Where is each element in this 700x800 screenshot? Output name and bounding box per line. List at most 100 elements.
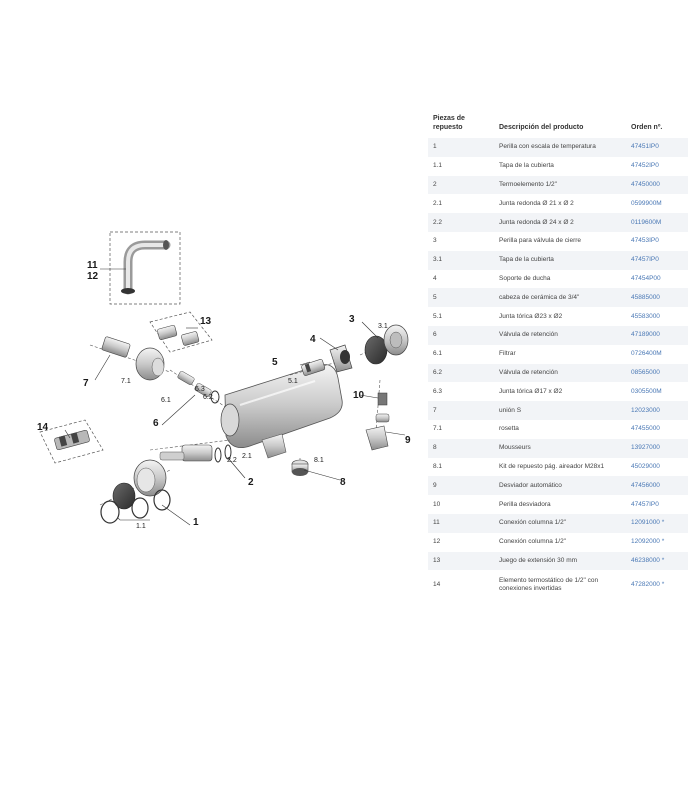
part-number: 2.1 bbox=[428, 194, 494, 214]
part-description: Conexión columna 1/2" bbox=[494, 513, 626, 533]
callout-7: 7 bbox=[83, 378, 89, 389]
part-13-extension-kit bbox=[149, 311, 213, 353]
order-number: 0726400M bbox=[626, 344, 688, 364]
part-description: Junta tórica Ø23 x Ø2 bbox=[494, 307, 626, 326]
part-description: Termoelemento 1/2" bbox=[494, 175, 626, 195]
callout-13: 13 bbox=[200, 316, 212, 327]
mixer-body bbox=[220, 364, 343, 459]
order-number: 47453IP0 bbox=[626, 231, 688, 251]
part-number: 9 bbox=[428, 476, 494, 496]
part-number: 6.3 bbox=[428, 382, 494, 402]
callout-10: 10 bbox=[353, 390, 365, 401]
callout-5: 5 bbox=[272, 357, 278, 368]
part-description: Tapa de la cubierta bbox=[494, 250, 626, 270]
part-2-thermoelement bbox=[149, 439, 232, 463]
part-number: 2 bbox=[428, 175, 494, 195]
order-number: 0305500M bbox=[626, 382, 688, 402]
order-number: 45885000 bbox=[626, 288, 688, 308]
part-description: Perilla desviadora bbox=[494, 495, 626, 514]
part-number: 14 bbox=[428, 570, 494, 601]
header-descripcion: Descripción del producto bbox=[494, 100, 626, 138]
part-description: Válvula de retención bbox=[494, 363, 626, 383]
order-number: 46238000 * bbox=[626, 551, 688, 571]
order-number: 47455000 bbox=[626, 419, 688, 439]
part-number: 6 bbox=[428, 325, 494, 345]
part-11-12-column-connection bbox=[109, 231, 181, 305]
part-description: cabeza de cerámica de 3/4" bbox=[494, 288, 626, 308]
part-number: 5.1 bbox=[428, 307, 494, 326]
callout-9: 9 bbox=[405, 435, 411, 446]
part-number: 7 bbox=[428, 401, 494, 420]
callout-6-2: 6.2 bbox=[203, 394, 213, 401]
part-number: 3 bbox=[428, 231, 494, 251]
part-description: Tapa de la cubierta bbox=[494, 156, 626, 176]
order-number: 0599900M bbox=[626, 194, 688, 214]
callout-6-3: 6.3 bbox=[195, 386, 205, 393]
part-description: rosetta bbox=[494, 419, 626, 439]
leader-lines bbox=[64, 268, 406, 526]
part-description: Perilla con escala de temperatura bbox=[494, 138, 626, 157]
part-number: 2.2 bbox=[428, 213, 494, 232]
order-number: 12023000 bbox=[626, 401, 688, 420]
exploded-view-diagram: 11 12 13 7 7.1 14 6.1 6.3 6.2 6 2.2 2.1 … bbox=[37, 231, 411, 530]
callout-3: 3 bbox=[349, 314, 355, 325]
part-number: 8 bbox=[428, 438, 494, 458]
part-number: 7.1 bbox=[428, 419, 494, 439]
order-number: 47282000 * bbox=[626, 570, 688, 601]
order-number: 47454P00 bbox=[626, 269, 688, 289]
callout-8-1: 8.1 bbox=[314, 457, 324, 464]
part-7-union bbox=[89, 336, 171, 381]
part-description: Junta redonda Ø 21 x Ø 2 bbox=[494, 194, 626, 214]
order-number: 47452IP0 bbox=[626, 156, 688, 176]
table-header-row: Piezas de repuesto Descripción del produ… bbox=[428, 100, 688, 138]
part-number: 1 bbox=[428, 138, 494, 157]
part-description: Soporte de ducha bbox=[494, 269, 626, 289]
callout-2-2: 2.2 bbox=[227, 457, 237, 464]
part-number: 13 bbox=[428, 551, 494, 571]
order-number: 47457IP0 bbox=[626, 250, 688, 270]
order-number: 45583000 bbox=[626, 307, 688, 326]
part-description: unión S bbox=[494, 401, 626, 420]
part-number: 6.1 bbox=[428, 344, 494, 364]
part-1-temperature-knob bbox=[99, 459, 171, 524]
part-description: Conexión columna 1/2" bbox=[494, 532, 626, 552]
callout-11: 11 bbox=[87, 260, 98, 271]
part-description: Junta redonda Ø 24 x Ø 2 bbox=[494, 213, 626, 232]
callout-6-1: 6.1 bbox=[161, 397, 171, 404]
callout-1: 1 bbox=[193, 517, 199, 528]
order-number: 12092000 * bbox=[626, 532, 688, 552]
callout-6: 6 bbox=[153, 418, 159, 429]
part-description: Válvula de retención bbox=[494, 325, 626, 345]
callout-3-1: 3.1 bbox=[378, 323, 388, 330]
part-description: Perilla para válvula de cierre bbox=[494, 231, 626, 251]
part-3-shutoff-knob bbox=[359, 324, 409, 365]
header-orden: Orden nº. bbox=[626, 100, 688, 138]
part-9-10-diverter bbox=[365, 379, 390, 451]
part-number: 4 bbox=[428, 269, 494, 289]
part-description: Juego de extensión 30 mm bbox=[494, 551, 626, 571]
part-14-thermostatic-element bbox=[39, 419, 104, 464]
part-description: Kit de repuesto pág. aireador M28x1 bbox=[494, 457, 626, 477]
order-number: 47457IP0 bbox=[626, 495, 688, 514]
part-6-check-valve bbox=[169, 369, 231, 411]
callout-5-1: 5.1 bbox=[288, 378, 298, 385]
callout-2: 2 bbox=[248, 477, 254, 488]
part-description: Mousseurs bbox=[494, 438, 626, 458]
order-number: 12091000 * bbox=[626, 513, 688, 533]
